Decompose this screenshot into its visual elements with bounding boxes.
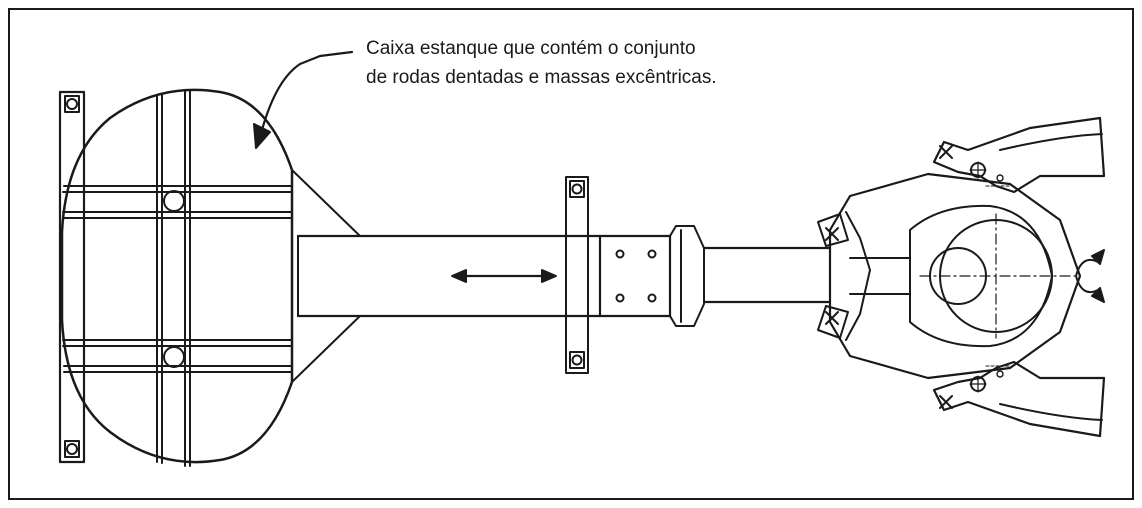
bolted-coupling <box>598 234 672 318</box>
callout-line-2: de rodas dentadas e massas excêntricas. <box>366 67 717 88</box>
housing-callout: Caixa estanque que contém o conjunto de … <box>366 34 717 92</box>
double-arrow-icon <box>451 269 557 283</box>
flared-flange <box>669 225 705 327</box>
callout-line-1: Caixa estanque que contém o conjunto <box>366 38 696 59</box>
left-mount-bracket <box>58 90 86 464</box>
middle-mount-bracket <box>565 176 589 374</box>
main-arm <box>296 234 602 318</box>
rotation-arrows-icon <box>1075 249 1105 303</box>
gripper-head <box>817 172 1082 380</box>
inner-shaft <box>702 246 832 304</box>
sealed-housing <box>60 88 294 467</box>
lower-jaw <box>932 360 1106 438</box>
gusset-plates <box>291 169 361 383</box>
upper-jaw <box>932 116 1106 194</box>
callout-leader <box>253 50 354 149</box>
